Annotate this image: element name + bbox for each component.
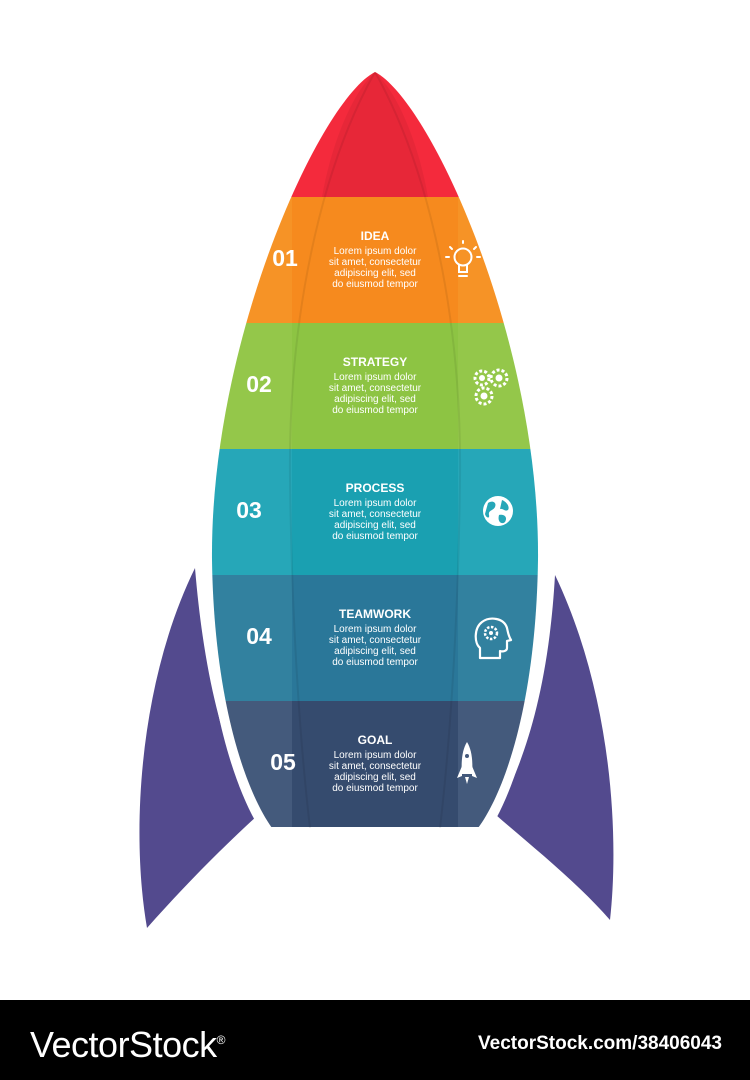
lightbulb-icon: [445, 240, 481, 277]
stage-description-line: do eiusmod tempor: [332, 657, 418, 668]
stage-description-line: do eiusmod tempor: [332, 279, 418, 290]
left-fin: [139, 568, 258, 928]
stage-center-panel-5: [292, 701, 458, 827]
vectorstock-logo: VectorStock®: [30, 1024, 225, 1065]
left-seam: [288, 72, 376, 828]
stage-description-line: sit amet, consectetur: [329, 257, 422, 268]
stage-number: 01: [272, 245, 298, 271]
stage-description-line: sit amet, consectetur: [329, 383, 422, 394]
stage-description-line: adipiscing elit, sed: [334, 394, 416, 405]
stage-description-line: do eiusmod tempor: [332, 531, 418, 542]
stage-description-line: Lorem ipsum dolor: [334, 372, 417, 383]
stage-title: STRATEGY: [343, 355, 407, 369]
stage-description-line: adipiscing elit, sed: [334, 646, 416, 657]
stage-description-line: sit amet, consectetur: [329, 509, 422, 520]
stage-title: TEAMWORK: [339, 607, 411, 621]
head-gear-icon: [474, 617, 513, 660]
right-seam: [374, 72, 462, 828]
stage-description-line: Lorem ipsum dolor: [334, 246, 417, 257]
stage-center-panel-2: [292, 323, 458, 449]
stage-description-line: do eiusmod tempor: [332, 405, 418, 416]
stage-number: 05: [270, 749, 296, 775]
stage-center-panel-3: [292, 449, 458, 575]
stage-description-line: sit amet, consectetur: [329, 635, 422, 646]
stage-description-line: Lorem ipsum dolor: [334, 498, 417, 509]
stage-title: IDEA: [361, 229, 390, 243]
gears-icon: [473, 368, 509, 406]
stage-description-line: do eiusmod tempor: [332, 783, 418, 794]
stage-number: 02: [246, 371, 272, 397]
stage-description-line: sit amet, consectetur: [329, 761, 422, 772]
stage-title: GOAL: [358, 733, 393, 747]
stage-number: 04: [246, 623, 272, 649]
stage-description-line: Lorem ipsum dolor: [334, 624, 417, 635]
stage-title: PROCESS: [346, 481, 405, 495]
rocket-icon: [457, 742, 477, 784]
stage-number: 03: [236, 497, 262, 523]
nose-center-panel: [322, 72, 428, 197]
stage-description-line: adipiscing elit, sed: [334, 520, 416, 531]
globe-icon: [483, 496, 513, 526]
watermark-bar: VectorStock® VectorStock.com/38406043: [0, 1000, 750, 1080]
stage-center-panel-4: [292, 575, 458, 701]
stage-description-line: adipiscing elit, sed: [334, 268, 416, 279]
right-fin: [496, 575, 614, 920]
stage-description-line: adipiscing elit, sed: [334, 772, 416, 783]
stage-center-panel-1: [292, 197, 458, 323]
image-id-text: VectorStock.com/38406043: [478, 1033, 722, 1054]
stage-description-line: Lorem ipsum dolor: [334, 750, 417, 761]
